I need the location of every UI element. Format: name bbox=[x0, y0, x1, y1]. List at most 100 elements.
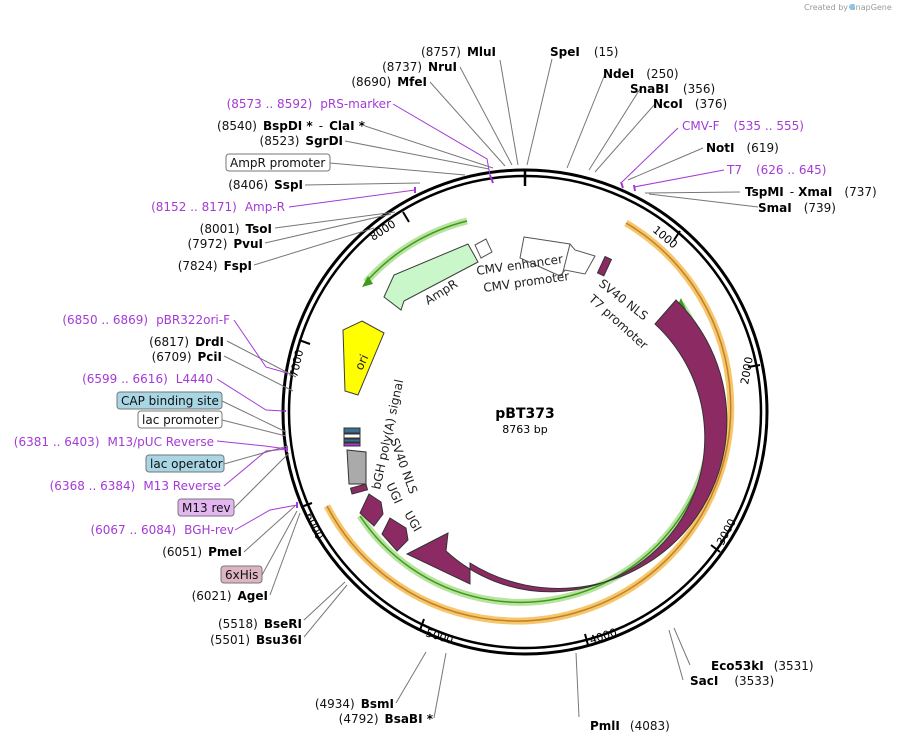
leader-snabi bbox=[588, 88, 641, 171]
leader-bsabi bbox=[433, 652, 447, 719]
ampr-promoter-arrow bbox=[474, 238, 493, 259]
site-pvui: (7972)PvuI bbox=[187, 237, 263, 251]
backbone-outer-ring bbox=[281, 168, 769, 656]
boxed-labels: AmpR promoter CAP binding site lac promo… bbox=[116, 153, 331, 584]
plasmid-title: pBT373 8763 bp bbox=[495, 406, 554, 436]
primer-prs-marker: (8573 .. 8592)pRS-marker bbox=[227, 97, 391, 111]
leader-bspdi bbox=[364, 125, 494, 169]
primer-mark-cmvf bbox=[620, 181, 624, 189]
orf-arc-ampr-line bbox=[365, 220, 468, 283]
leader-6xhis bbox=[261, 510, 298, 576]
primer-leader-m13puc bbox=[216, 440, 288, 450]
primer-bgh-rev: (6067 .. 6084)BGH-rev bbox=[90, 523, 234, 537]
leader-lac-operator bbox=[223, 445, 289, 465]
leader-mlui bbox=[499, 59, 519, 166]
leader-agei bbox=[269, 512, 301, 596]
leader-saci bbox=[668, 629, 684, 681]
features bbox=[342, 236, 728, 593]
box-ampr-promoter: AmpR promoter bbox=[225, 153, 331, 172]
ugi-arrow-1 bbox=[359, 493, 384, 527]
box-lac-promoter-bg bbox=[137, 410, 223, 429]
orf-arc-cas9-inner bbox=[357, 302, 717, 606]
leader-sspi bbox=[304, 182, 421, 186]
site-spei: SpeI(15) bbox=[550, 45, 618, 59]
box-lac-promoter: lac promoter bbox=[137, 410, 223, 429]
primer-cmv-f: CMV-F(535 .. 555) bbox=[682, 119, 804, 133]
primer-leader-cmvf bbox=[621, 127, 679, 183]
site-bsabi: (4792)BsaBI * bbox=[339, 712, 434, 726]
box-m13-rev-bg bbox=[177, 498, 235, 517]
box-cap-binding-site: CAP binding site bbox=[116, 391, 223, 410]
primer-l4440: (6599 .. 6616)L4440 bbox=[82, 372, 213, 386]
tick-5000 bbox=[419, 618, 425, 631]
primer-mark-t7 bbox=[633, 184, 636, 192]
ori-arrow bbox=[342, 320, 385, 396]
cmv-enhancer-promoter-arrow bbox=[519, 236, 596, 277]
site-fspi: (7824)FspI bbox=[178, 259, 252, 273]
snapgene-logo-icon bbox=[849, 4, 855, 10]
leader-bseri bbox=[303, 581, 346, 621]
ugi-arrow-2 bbox=[381, 517, 409, 552]
tick-label-6000: 6000 bbox=[302, 511, 326, 542]
tick-label-4000: 4000 bbox=[588, 626, 619, 647]
site-labels-right: PmlI(4083) Eco53kI(3531) SacI(3533) SmaI… bbox=[550, 45, 877, 733]
box-m13-rev: M13 rev bbox=[177, 498, 235, 517]
leader-bsmi bbox=[395, 651, 427, 704]
primer-leader-m13rev bbox=[223, 448, 288, 487]
leader-m13-rev bbox=[233, 452, 290, 509]
tick-6000 bbox=[300, 502, 313, 508]
tick-label-8000: 8000 bbox=[368, 217, 399, 243]
site-tspmi: TspMI-XmaI(737) bbox=[745, 185, 877, 199]
box-lac-operator-label: lac operator bbox=[150, 457, 223, 471]
leader-pcii bbox=[223, 355, 294, 392]
leader-ndei bbox=[566, 73, 606, 169]
site-pcii: (6709)PciI bbox=[152, 350, 222, 364]
primer-m13-puc-reverse: (6381 .. 6403)M13/pUC Reverse bbox=[14, 435, 214, 449]
cmv-divider bbox=[561, 243, 571, 277]
primer-leaders bbox=[216, 103, 725, 531]
site-mlui: (8757)MluI bbox=[421, 45, 496, 59]
primer-leader-l4440 bbox=[216, 378, 285, 412]
box-ampr-promoter-label: AmpR promoter bbox=[230, 156, 325, 170]
site-nrui: (8737)NruI bbox=[382, 60, 457, 74]
leader-nrui bbox=[459, 66, 513, 166]
primer-leader-bgh bbox=[234, 504, 298, 531]
site-bsu36i: (5501)Bsu36I bbox=[210, 633, 302, 647]
tick-4000 bbox=[584, 633, 589, 646]
site-agei: (6021)AgeI bbox=[192, 589, 268, 603]
credit-text: Created by SnapGene bbox=[804, 3, 892, 12]
leader-lac-promoter bbox=[221, 419, 287, 437]
primer-labels: (8573 .. 8592)pRS-marker (8152 .. 8171)A… bbox=[14, 97, 827, 537]
site-sspi: (8406)SspI bbox=[228, 178, 303, 192]
leader-smai bbox=[648, 193, 759, 208]
primer-t7: T7(626 .. 645) bbox=[726, 163, 826, 177]
leader-noti bbox=[627, 147, 704, 181]
site-pmli: PmlI(4083) bbox=[590, 719, 670, 733]
leader-ncoi bbox=[594, 103, 656, 173]
label-ori: ori bbox=[352, 352, 371, 372]
box-6xhis-bg bbox=[220, 565, 263, 584]
box-6xhis-label: 6xHis bbox=[225, 568, 258, 582]
sv40-nls-bottom-box bbox=[349, 483, 369, 495]
plasmid-name: pBT373 bbox=[495, 406, 554, 422]
orf-arc-cas9-outer-line bbox=[326, 222, 732, 622]
tick-2000 bbox=[747, 364, 761, 368]
box-lac-operator-bg bbox=[145, 454, 225, 473]
site-ncoi: NcoI(376) bbox=[653, 97, 727, 111]
tick-label-7000: 7000 bbox=[287, 348, 306, 378]
site-bseri: (5518)BseRI bbox=[218, 617, 302, 631]
box-lac-promoter-label: lac promoter bbox=[142, 413, 219, 427]
leader-mfei bbox=[429, 81, 506, 167]
cap-binding-feature bbox=[343, 427, 361, 434]
site-eco53ki: Eco53kI(3531) bbox=[711, 659, 814, 673]
site-ndei: NdeI(250) bbox=[603, 67, 679, 81]
cas9-arrow bbox=[405, 299, 728, 593]
site-mfei: (8690)MfeI bbox=[351, 75, 427, 89]
leader-sgrdi bbox=[344, 140, 490, 170]
primer-leader-t7 bbox=[633, 169, 725, 188]
site-drdi: (6817)DrdI bbox=[149, 335, 224, 349]
lac-operator-feature bbox=[343, 438, 361, 443]
bgh-polya-box bbox=[346, 449, 367, 485]
sv40-nls-top-box bbox=[596, 255, 613, 277]
